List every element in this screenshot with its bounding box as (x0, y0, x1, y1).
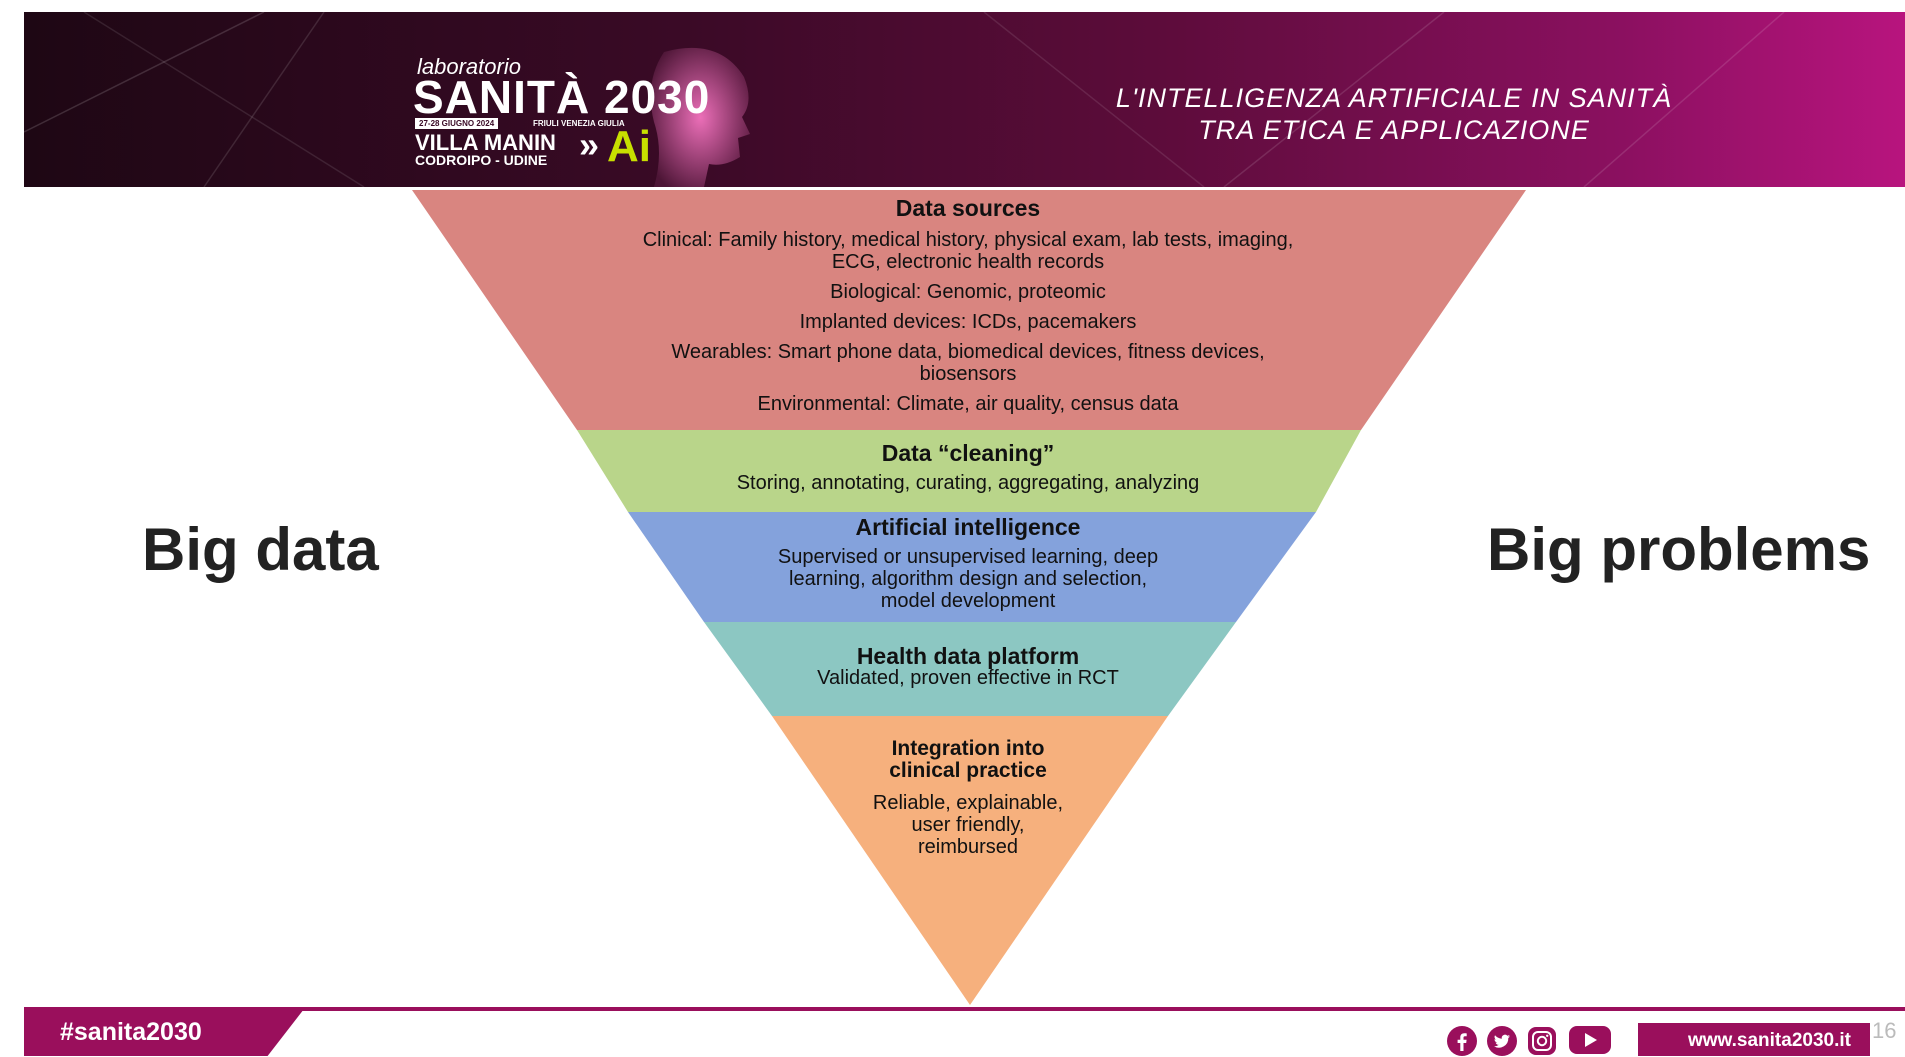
layer-integration-text: Integration into clinical practice Relia… (600, 737, 1336, 859)
page-number: 16 (1872, 1018, 1897, 1043)
logo-laboratorio: laboratorio (417, 54, 521, 79)
hashtag-banner: #sanita2030 (24, 1009, 304, 1056)
layer-line: Reliable, explainable, (872, 792, 1064, 814)
logo-region: FRIULI VENEZIA GIULIA (533, 119, 625, 128)
layer-title: Integration into (891, 737, 1045, 760)
chevron-icon: » (579, 124, 600, 165)
layer-data-cleaning-text: Data “cleaning” Storing, annotating, cur… (600, 440, 1336, 495)
logo-place: CODROIPO - UDINE (415, 152, 548, 168)
layer-line: Supervised or unsupervised learning, dee… (777, 546, 1159, 568)
layer-integration (772, 716, 1168, 1005)
logo-sanita: SANITÀ 2030 (413, 71, 711, 123)
header-banner: laboratorio SANITÀ 2030 27-28 GIUGNO 202… (24, 12, 1905, 187)
event-logo: laboratorio SANITÀ 2030 27-28 GIUGNO 202… (389, 42, 789, 187)
website-url[interactable]: www.sanita2030.it (1688, 1030, 1851, 1051)
layer-line: learning, algorithm design and selection… (789, 568, 1147, 590)
layer-line: Biological: Genomic, proteomic (830, 281, 1106, 303)
layer-line: Implanted devices: ICDs, pacemakers (799, 311, 1137, 333)
logo-ai: Ai (607, 122, 651, 171)
decorative-lines (24, 12, 1785, 187)
logo-dates: 27-28 GIUGNO 2024 (415, 118, 499, 129)
layer-health-data-platform (704, 622, 1236, 716)
layer-data-cleaning (577, 430, 1361, 512)
instagram-icon[interactable] (1526, 1025, 1558, 1055)
side-label-big-data: Big data (142, 516, 379, 583)
layer-line: biosensors (919, 363, 1017, 385)
layer-line: Validated, proven effective in RCT (817, 667, 1119, 689)
layer-data-sources (412, 190, 1526, 430)
header-title-line2: TRA ETICA E APPLICAZIONE (1198, 115, 1590, 145)
layer-title: Health data platform (856, 643, 1080, 669)
layer-title: Data “cleaning” (881, 440, 1055, 466)
layer-title: clinical practice (889, 759, 1047, 782)
side-label-big-problems: Big problems (1487, 516, 1871, 583)
header-title-line1: L'INTELLIGENZA ARTIFICIALE IN SANITÀ (1115, 83, 1673, 113)
layer-line: reimbursed (917, 836, 1019, 858)
layer-health-platform-text: Health data platform Validated, proven e… (600, 643, 1336, 690)
youtube-icon[interactable] (1568, 1025, 1612, 1055)
layer-line: Storing, annotating, curating, aggregati… (736, 472, 1200, 494)
layer-line: model development (880, 590, 1056, 612)
layer-line: Clinical: Family history, medical histor… (642, 229, 1294, 251)
layer-title: Data sources (895, 195, 1041, 221)
website-url-banner[interactable]: www.sanita2030.it (1638, 1023, 1870, 1056)
facebook-icon[interactable] (1446, 1025, 1478, 1056)
footer-divider (24, 1007, 1905, 1011)
twitter-icon[interactable] (1486, 1025, 1518, 1056)
layer-data-sources-text: Data sources Clinical: Family history, m… (600, 195, 1336, 416)
layer-line: user friendly, (911, 814, 1025, 836)
layer-line: Environmental: Climate, air quality, cen… (757, 393, 1179, 415)
hashtag-text: #sanita2030 (60, 1018, 202, 1046)
header-title: L'INTELLIGENZA ARTIFICIALE IN SANITÀ TRA… (1044, 82, 1744, 146)
layer-line: ECG, electronic health records (831, 251, 1105, 273)
layer-ai-text: Artificial intelligence Supervised or un… (600, 514, 1336, 613)
logo-venue: VILLA MANIN (415, 130, 556, 155)
layer-title: Artificial intelligence (855, 514, 1081, 540)
digital-face-icon (650, 47, 750, 187)
layer-artificial-intelligence (628, 512, 1316, 622)
layer-line: Wearables: Smart phone data, biomedical … (671, 341, 1265, 363)
